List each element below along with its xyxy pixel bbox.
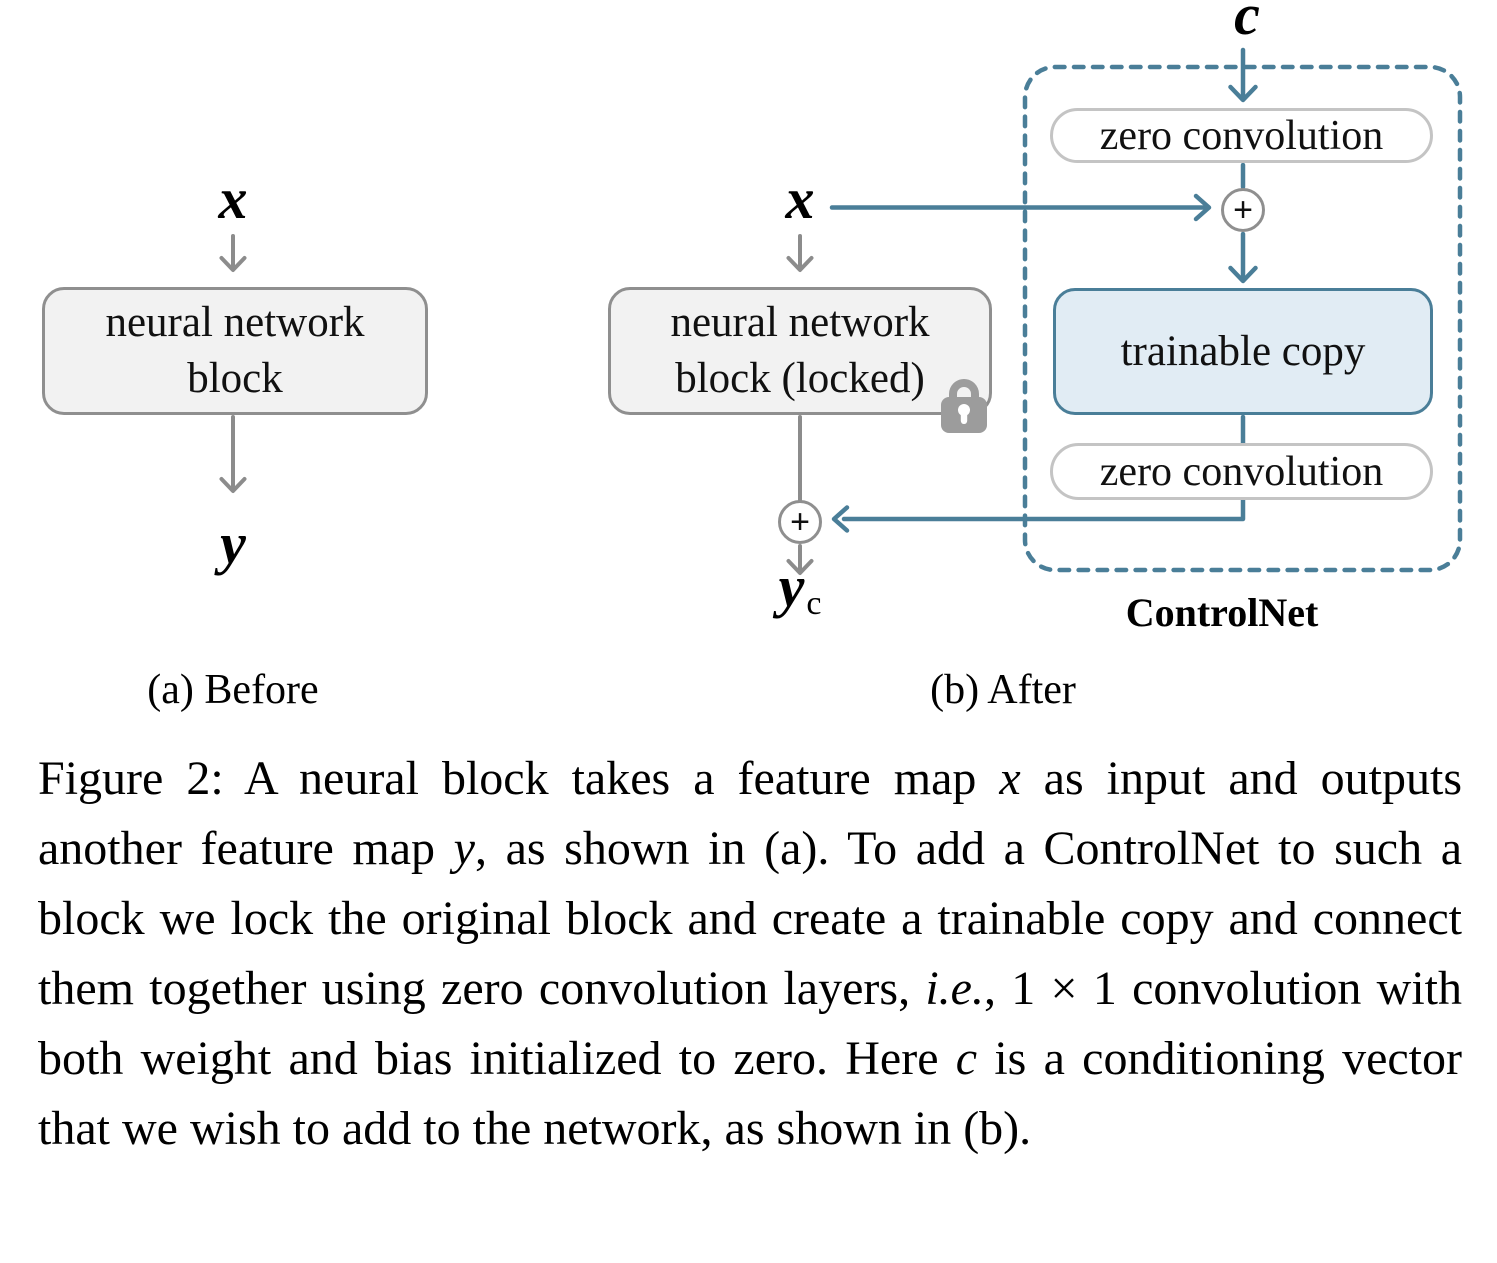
caption-ie: i.e. — [925, 962, 984, 1015]
panel-b-output-subscript: c — [806, 585, 822, 622]
trainable-copy-label: trainable copy — [1120, 327, 1366, 375]
caption-math-x: x — [999, 752, 1021, 805]
arrow-plus-to-trainable — [1228, 231, 1258, 284]
panel-a-input-label: x — [218, 166, 248, 231]
arrow-b-x-to-block — [786, 234, 814, 272]
controlnet-label: ControlNet — [1125, 590, 1319, 635]
panel-a-neural-block: neural network block — [42, 287, 428, 415]
panel-b-block-line1: neural network — [670, 299, 930, 346]
figure-caption: Figure 2: A neural block takes a feature… — [38, 744, 1462, 1164]
caption-seg5: , as shown in (a). To add a ControlNet t… — [38, 822, 1462, 1015]
zero-convolution-top: zero convolution — [1050, 108, 1433, 163]
panel-b-caption: (b) After — [930, 667, 1076, 713]
arrow-a-block-to-y — [219, 415, 247, 493]
zero-convolution-bottom: zero convolution — [1050, 443, 1433, 500]
panel-b-output-y: y — [778, 554, 805, 619]
caption-math-y: y — [453, 822, 475, 875]
caption-seg1: Figure 2: A neural block takes a feature… — [38, 752, 1000, 805]
output-plus-node: + — [778, 500, 822, 544]
caption-seg7: , 1 × 1 convolution with both weight and… — [38, 962, 1463, 1085]
panel-b-input-label: x — [785, 166, 815, 231]
arrow-c-to-zero-conv — [1228, 47, 1258, 103]
panel-a-caption: (a) Before — [147, 667, 319, 713]
arrow-x-to-plus — [829, 193, 1212, 222]
arrow-a-x-to-block — [219, 234, 247, 272]
caption-seg9: is a conditioning vector that we wish to… — [38, 1032, 1462, 1155]
arrow-b-plus-to-yc — [786, 544, 814, 575]
caption-seg3: as input and outputs another feature map — [38, 752, 1462, 875]
arrow-zero-conv-to-output-plus — [831, 497, 1246, 533]
condition-label: c — [1234, 0, 1260, 47]
panel-a-block-line2: block — [187, 355, 283, 402]
zero-conv-bottom-label: zero convolution — [1099, 448, 1384, 495]
zero-conv-top-label: zero convolution — [1099, 112, 1384, 159]
panel-b-output-label: yc — [779, 558, 822, 633]
input-plus-node: + — [1221, 188, 1265, 232]
plus-icon: + — [790, 503, 810, 541]
lock-icon — [941, 379, 987, 433]
trainable-copy-block: trainable copy — [1053, 288, 1433, 415]
plus-icon: + — [1233, 191, 1253, 229]
panel-a-output-label: y — [220, 511, 246, 576]
panel-b-block-line2: block (locked) — [675, 355, 925, 402]
panel-b-locked-block: neural network block (locked) — [608, 287, 992, 415]
caption-math-c: c — [955, 1032, 978, 1085]
panel-a-block-line1: neural network — [105, 299, 365, 346]
